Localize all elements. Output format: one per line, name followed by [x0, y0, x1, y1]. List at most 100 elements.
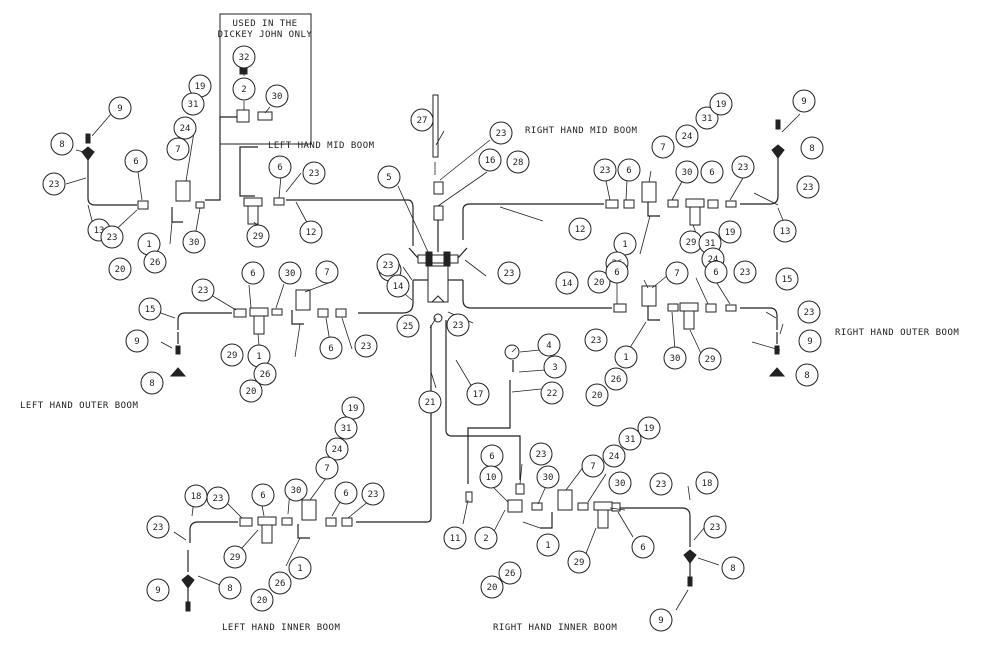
callout-circle: [709, 92, 733, 116]
callout-number: 24: [708, 255, 719, 265]
callout-circle: [568, 217, 592, 241]
callout-balloon: 24: [173, 116, 197, 140]
fitting-16: [433, 181, 444, 195]
callout-circle: [410, 108, 434, 132]
callout-circle: [278, 261, 302, 285]
callout-number: 26: [275, 579, 286, 589]
callout-circle: [299, 220, 323, 244]
callout-balloon: 6: [605, 260, 629, 284]
callout-balloon: 14: [555, 271, 579, 295]
callout-circle: [797, 300, 821, 324]
callout-number: 1: [146, 240, 151, 250]
callout-balloon: 9: [798, 329, 822, 353]
callout-balloon: 12: [568, 217, 592, 241]
right-hand-mid-boom-label: RIGHT HAND MID BOOM: [525, 126, 638, 136]
callout-balloon: 24: [675, 124, 699, 148]
nozzle-lh-mid: [81, 133, 95, 172]
callout-number: 23: [591, 336, 602, 346]
callout-number: 2: [483, 534, 488, 544]
callout-number: 6: [328, 344, 333, 354]
callout-number: 8: [149, 379, 154, 389]
callout-balloon: 9: [108, 96, 132, 120]
callout-circle: [334, 416, 358, 440]
callout-balloon: 6: [631, 535, 655, 559]
callout-number: 29: [686, 238, 697, 248]
callout-balloon: 6: [334, 481, 358, 505]
callout-circle: [792, 89, 816, 113]
callout-balloon: 6: [617, 158, 641, 182]
callout-circle: [478, 148, 502, 172]
callout-number: 29: [227, 351, 238, 361]
callout-number: 23: [213, 494, 224, 504]
callout-number: 23: [107, 233, 118, 243]
callout-circle: [605, 260, 629, 284]
callout-number: 25: [403, 322, 414, 332]
filter-29-lh-inner: [261, 524, 273, 544]
hose-13-left-mid: [87, 172, 137, 206]
callout-balloon: 20: [585, 383, 609, 407]
callout-circle: [581, 454, 605, 478]
callout-number: 23: [383, 261, 394, 271]
callout-balloon: 29: [220, 343, 244, 367]
note-line-2: DICKEY JOHN ONLY: [218, 30, 313, 40]
callout-balloon: 29: [567, 550, 591, 574]
callout-balloon: 7: [315, 456, 339, 480]
hose-22: [467, 380, 511, 484]
callout-circle: [354, 334, 378, 358]
callout-number: 23: [361, 342, 372, 352]
callout-circle: [585, 383, 609, 407]
callout-circle: [396, 314, 420, 338]
callout-number: 23: [804, 308, 815, 318]
callout-balloon: 24: [602, 444, 626, 468]
callout-balloon: 23: [497, 261, 521, 285]
callout-circle: [497, 261, 521, 285]
right-hand-inner-boom-label: RIGHT HAND INNER BOOM: [493, 623, 617, 633]
callout-balloon: 17: [466, 382, 490, 406]
callout-circle: [479, 465, 503, 489]
callout-balloon: 16: [478, 148, 502, 172]
callout-balloon: 8: [795, 363, 819, 387]
callout-number: 7: [175, 145, 180, 155]
callout-number: 20: [594, 278, 605, 288]
callout-circle: [675, 160, 699, 184]
callout-balloon: 25: [396, 314, 420, 338]
callout-balloon: 24: [325, 437, 349, 461]
callout-circle: [268, 155, 292, 179]
callout-number: 8: [59, 140, 64, 150]
callout-balloon: 6: [704, 260, 728, 284]
callout-circle: [474, 526, 498, 550]
callout-number: 18: [191, 492, 202, 502]
callout-number: 23: [49, 180, 60, 190]
callout-number: 19: [716, 100, 727, 110]
callout-number: 1: [622, 240, 627, 250]
callout-balloon: 6: [480, 444, 504, 468]
callout-circle: [146, 515, 170, 539]
callout-circle: [649, 608, 673, 632]
callout-number: 20: [246, 387, 257, 397]
callout-circle: [108, 257, 132, 281]
callout-circle: [319, 336, 343, 360]
callout-number: 23: [656, 480, 667, 490]
callout-circle: [191, 278, 215, 302]
callout-balloon: 23: [446, 313, 470, 337]
callout-number: 17: [473, 390, 484, 400]
callout-number: 8: [730, 564, 735, 574]
callout-number: 24: [682, 132, 693, 142]
callout-number: 23: [198, 286, 209, 296]
callout-circle: [506, 150, 530, 174]
callout-number: 6: [250, 269, 255, 279]
callout-number: 20: [257, 596, 268, 606]
callout-balloon: 19: [709, 92, 733, 116]
callout-balloon: 5: [377, 165, 401, 189]
callout-circle: [181, 92, 205, 116]
callout-number: 23: [803, 183, 814, 193]
callout-number: 26: [611, 375, 622, 385]
callout-number: 15: [145, 305, 156, 315]
filter-29-rh-outer: [683, 310, 695, 330]
callout-balloon: 20: [587, 270, 611, 294]
callout-balloon: 20: [108, 257, 132, 281]
callout-number: 1: [256, 352, 261, 362]
callout-number: 9: [801, 97, 806, 107]
callout-balloon: 1: [288, 556, 312, 580]
callout-circle: [124, 149, 148, 173]
